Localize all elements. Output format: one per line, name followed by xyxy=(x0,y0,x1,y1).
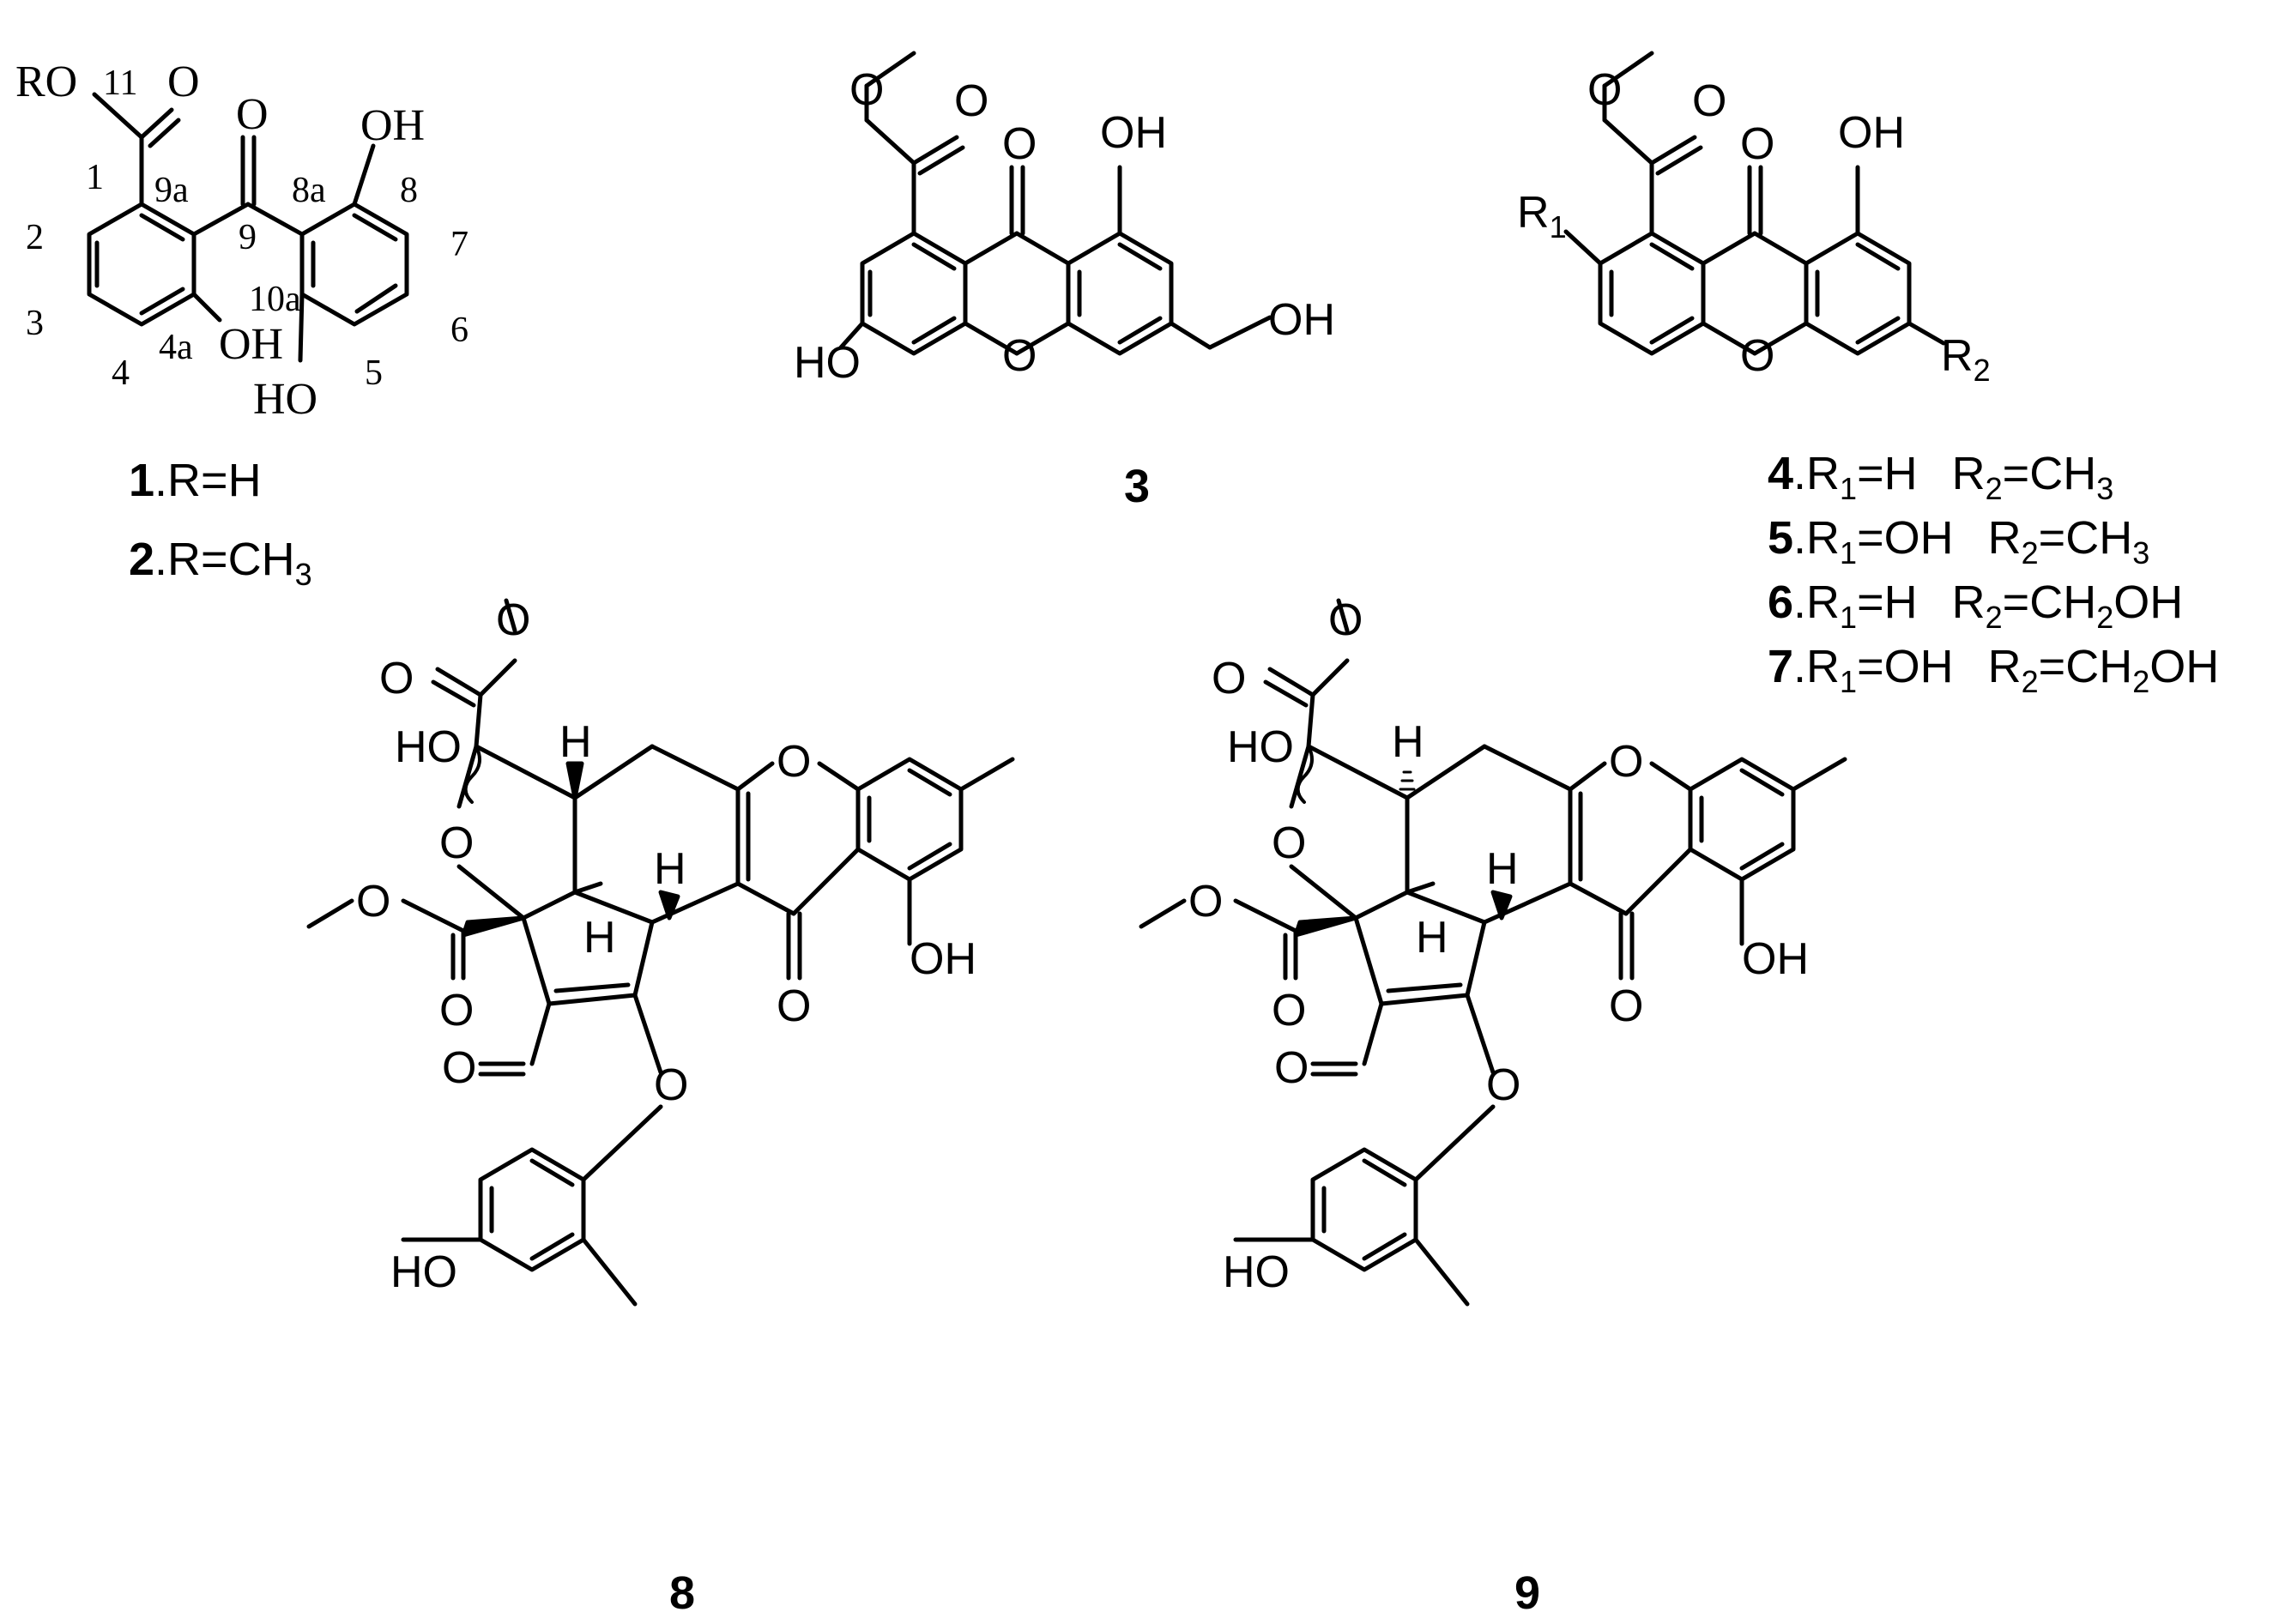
label-o-furan: O xyxy=(1272,818,1306,868)
label-o-keto-bottom: O xyxy=(442,1043,476,1093)
locant-3: 3 xyxy=(26,304,44,343)
locant-10a: 10a xyxy=(249,280,301,319)
label-o-keto-right: O xyxy=(777,981,811,1031)
label-oh-right: OH xyxy=(910,934,976,984)
label-o-keto: O xyxy=(1740,119,1774,169)
label-h-top: H xyxy=(559,717,592,767)
label-o-carbonyl: O xyxy=(1692,76,1726,126)
locant-1: 1 xyxy=(86,158,104,197)
caption-compound-8: 8 xyxy=(669,1567,695,1619)
locant-4: 4 xyxy=(112,353,130,393)
label-o-ester: O xyxy=(1587,65,1622,115)
label-ho: HO xyxy=(395,722,462,772)
caption-compound-9: 9 xyxy=(1514,1567,1540,1619)
caption-compound-2: 2.R=CH3 xyxy=(129,534,312,592)
compound-3-structure xyxy=(838,51,1272,356)
label-ho-bottom: HO xyxy=(1223,1247,1290,1297)
label-r1: R1 xyxy=(1517,188,1567,245)
label-o-ester-top: O xyxy=(1328,595,1363,645)
label-o-ring: O xyxy=(1002,331,1037,381)
label-oh-top: OH xyxy=(1838,108,1905,158)
label-o-ester: O xyxy=(849,65,884,115)
label-o-keto-right: O xyxy=(1609,981,1643,1031)
label-o-carbonyl-top: O xyxy=(1212,654,1246,703)
label-o-ester-top: O xyxy=(496,595,530,645)
label-o-ketone: O xyxy=(236,90,269,139)
label-ho-left: HO xyxy=(794,338,861,388)
locant-9a: 9a xyxy=(154,171,189,210)
label-o-keto: O xyxy=(1002,119,1037,169)
label-oh-4a: OH xyxy=(219,320,283,369)
locant-6: 6 xyxy=(450,311,468,350)
compound-8-structure xyxy=(306,598,1015,1307)
locant-2: 2 xyxy=(26,218,44,257)
caption-compound-3: 3 xyxy=(1124,461,1150,512)
compound-9-labels: O O HO H O O H O H O OH O O O HO 9 xyxy=(1188,595,1809,1619)
label-o-ring: O xyxy=(1740,331,1774,381)
compound-8-labels: O O HO H O O H O H O OH O O O HO 8 xyxy=(356,595,976,1619)
label-o-carbonyl: O xyxy=(167,57,200,106)
label-ro: RO xyxy=(15,57,77,106)
label-o-ester-left: O xyxy=(356,877,390,927)
label-ho-10a: HO xyxy=(253,375,317,424)
label-h-bottom: H xyxy=(583,913,616,963)
label-o-xanthone: O xyxy=(777,737,811,787)
label-o-carbonyl-top: O xyxy=(379,654,414,703)
label-h-mid: H xyxy=(1486,844,1519,894)
label-o-keto-bottom: O xyxy=(1274,1043,1309,1093)
label-ho-bottom: HO xyxy=(390,1247,457,1297)
label-h-bottom: H xyxy=(1416,913,1448,963)
label-ho: HO xyxy=(1227,722,1294,772)
label-o-ring-bottom: O xyxy=(1486,1060,1520,1110)
label-oh-top: OH xyxy=(1100,108,1167,158)
locant-8a: 8a xyxy=(292,171,326,210)
caption-compound-1: 1.R=H xyxy=(129,455,262,506)
locant-11: 11 xyxy=(103,63,137,103)
label-oh-right: OH xyxy=(1742,934,1809,984)
locant-4a: 4a xyxy=(159,328,193,367)
label-o-carbonyl-left: O xyxy=(1272,986,1306,1035)
compound-1-labels: RO O O OH OH HO 11 1 9a 8a 8 9 2 7 10a 3… xyxy=(15,57,468,592)
label-r2: R2 xyxy=(1941,331,1991,388)
label-o-xanthone: O xyxy=(1609,737,1643,787)
compound-9-structure xyxy=(1139,598,1847,1307)
label-oh-8: OH xyxy=(360,101,425,150)
locant-5: 5 xyxy=(365,353,383,393)
locant-9: 9 xyxy=(239,218,257,257)
label-h-top: H xyxy=(1392,717,1424,767)
locant-8: 8 xyxy=(400,171,418,210)
locant-7: 7 xyxy=(450,225,468,264)
label-oh-right: OH xyxy=(1268,295,1335,345)
label-o-ring-bottom: O xyxy=(654,1060,688,1110)
compound-4-structure xyxy=(1563,51,1946,356)
label-o-furan: O xyxy=(439,818,474,868)
label-h-mid: H xyxy=(654,844,686,894)
compound-1-structure xyxy=(87,92,409,363)
label-o-ester-left: O xyxy=(1188,877,1223,927)
compound-3-labels: O O O OH HO O OH 3 xyxy=(794,65,1335,512)
label-o-carbonyl-left: O xyxy=(439,986,474,1035)
label-o-carbonyl: O xyxy=(954,76,988,126)
